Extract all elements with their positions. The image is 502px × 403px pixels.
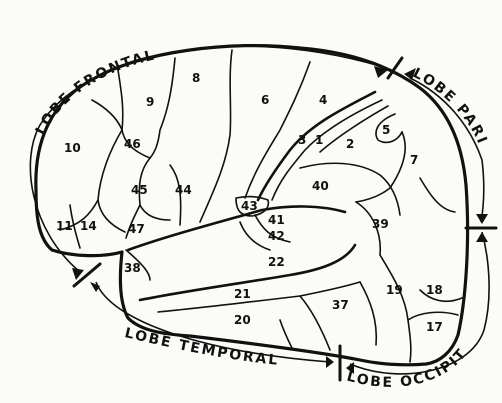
area-4-label: 4 <box>319 93 327 107</box>
area-19-label: 19 <box>386 283 403 297</box>
parietal-lobe-label: LOBE PARIETAL <box>0 0 490 147</box>
area-8-label: 8 <box>192 71 200 85</box>
occipital-lobe-label: LOBE OCCIPITAL <box>0 0 470 391</box>
area-9-label: 9 <box>146 95 154 109</box>
area-10-label: 10 <box>64 141 81 155</box>
area-40-label: 40 <box>312 179 329 193</box>
area-18-label: 18 <box>426 283 443 297</box>
area-21-label: 21 <box>234 287 251 301</box>
area-7-label: 7 <box>410 153 418 167</box>
area-6-label: 6 <box>261 93 269 107</box>
area-45-label: 45 <box>131 183 148 197</box>
arrow-occipital-end-icon <box>476 232 488 242</box>
area-11-label: 11 <box>56 219 73 233</box>
area-46-label: 46 <box>124 137 141 151</box>
area-2-label: 2 <box>346 137 354 151</box>
area-14-label: 14 <box>80 219 97 233</box>
arrow-parietal-end-icon <box>476 214 488 224</box>
area-38-label: 38 <box>124 261 141 275</box>
temporal-lobe-label: LOBE TEMPORAL <box>123 325 280 369</box>
area-20-label: 20 <box>234 313 251 327</box>
area-39-label: 39 <box>372 217 389 231</box>
area-47-label: 47 <box>128 222 145 236</box>
area-22-label: 22 <box>268 255 285 269</box>
area-3-label: 3 <box>298 133 306 147</box>
area-1-label: 1 <box>315 133 323 147</box>
arrow-temporal-end-icon <box>326 356 334 368</box>
arrow-temporal-start-icon <box>90 282 100 292</box>
area-17-label: 17 <box>426 320 443 334</box>
area-37-label: 37 <box>332 298 349 312</box>
area-41-label: 41 <box>268 213 285 227</box>
area-43-label: 43 <box>241 199 258 213</box>
area-42-label: 42 <box>268 229 285 243</box>
frontal-lobe-label: LOBE FRONTAL <box>33 47 158 137</box>
area-5-label: 5 <box>382 123 390 137</box>
area-44-label: 44 <box>175 183 192 197</box>
